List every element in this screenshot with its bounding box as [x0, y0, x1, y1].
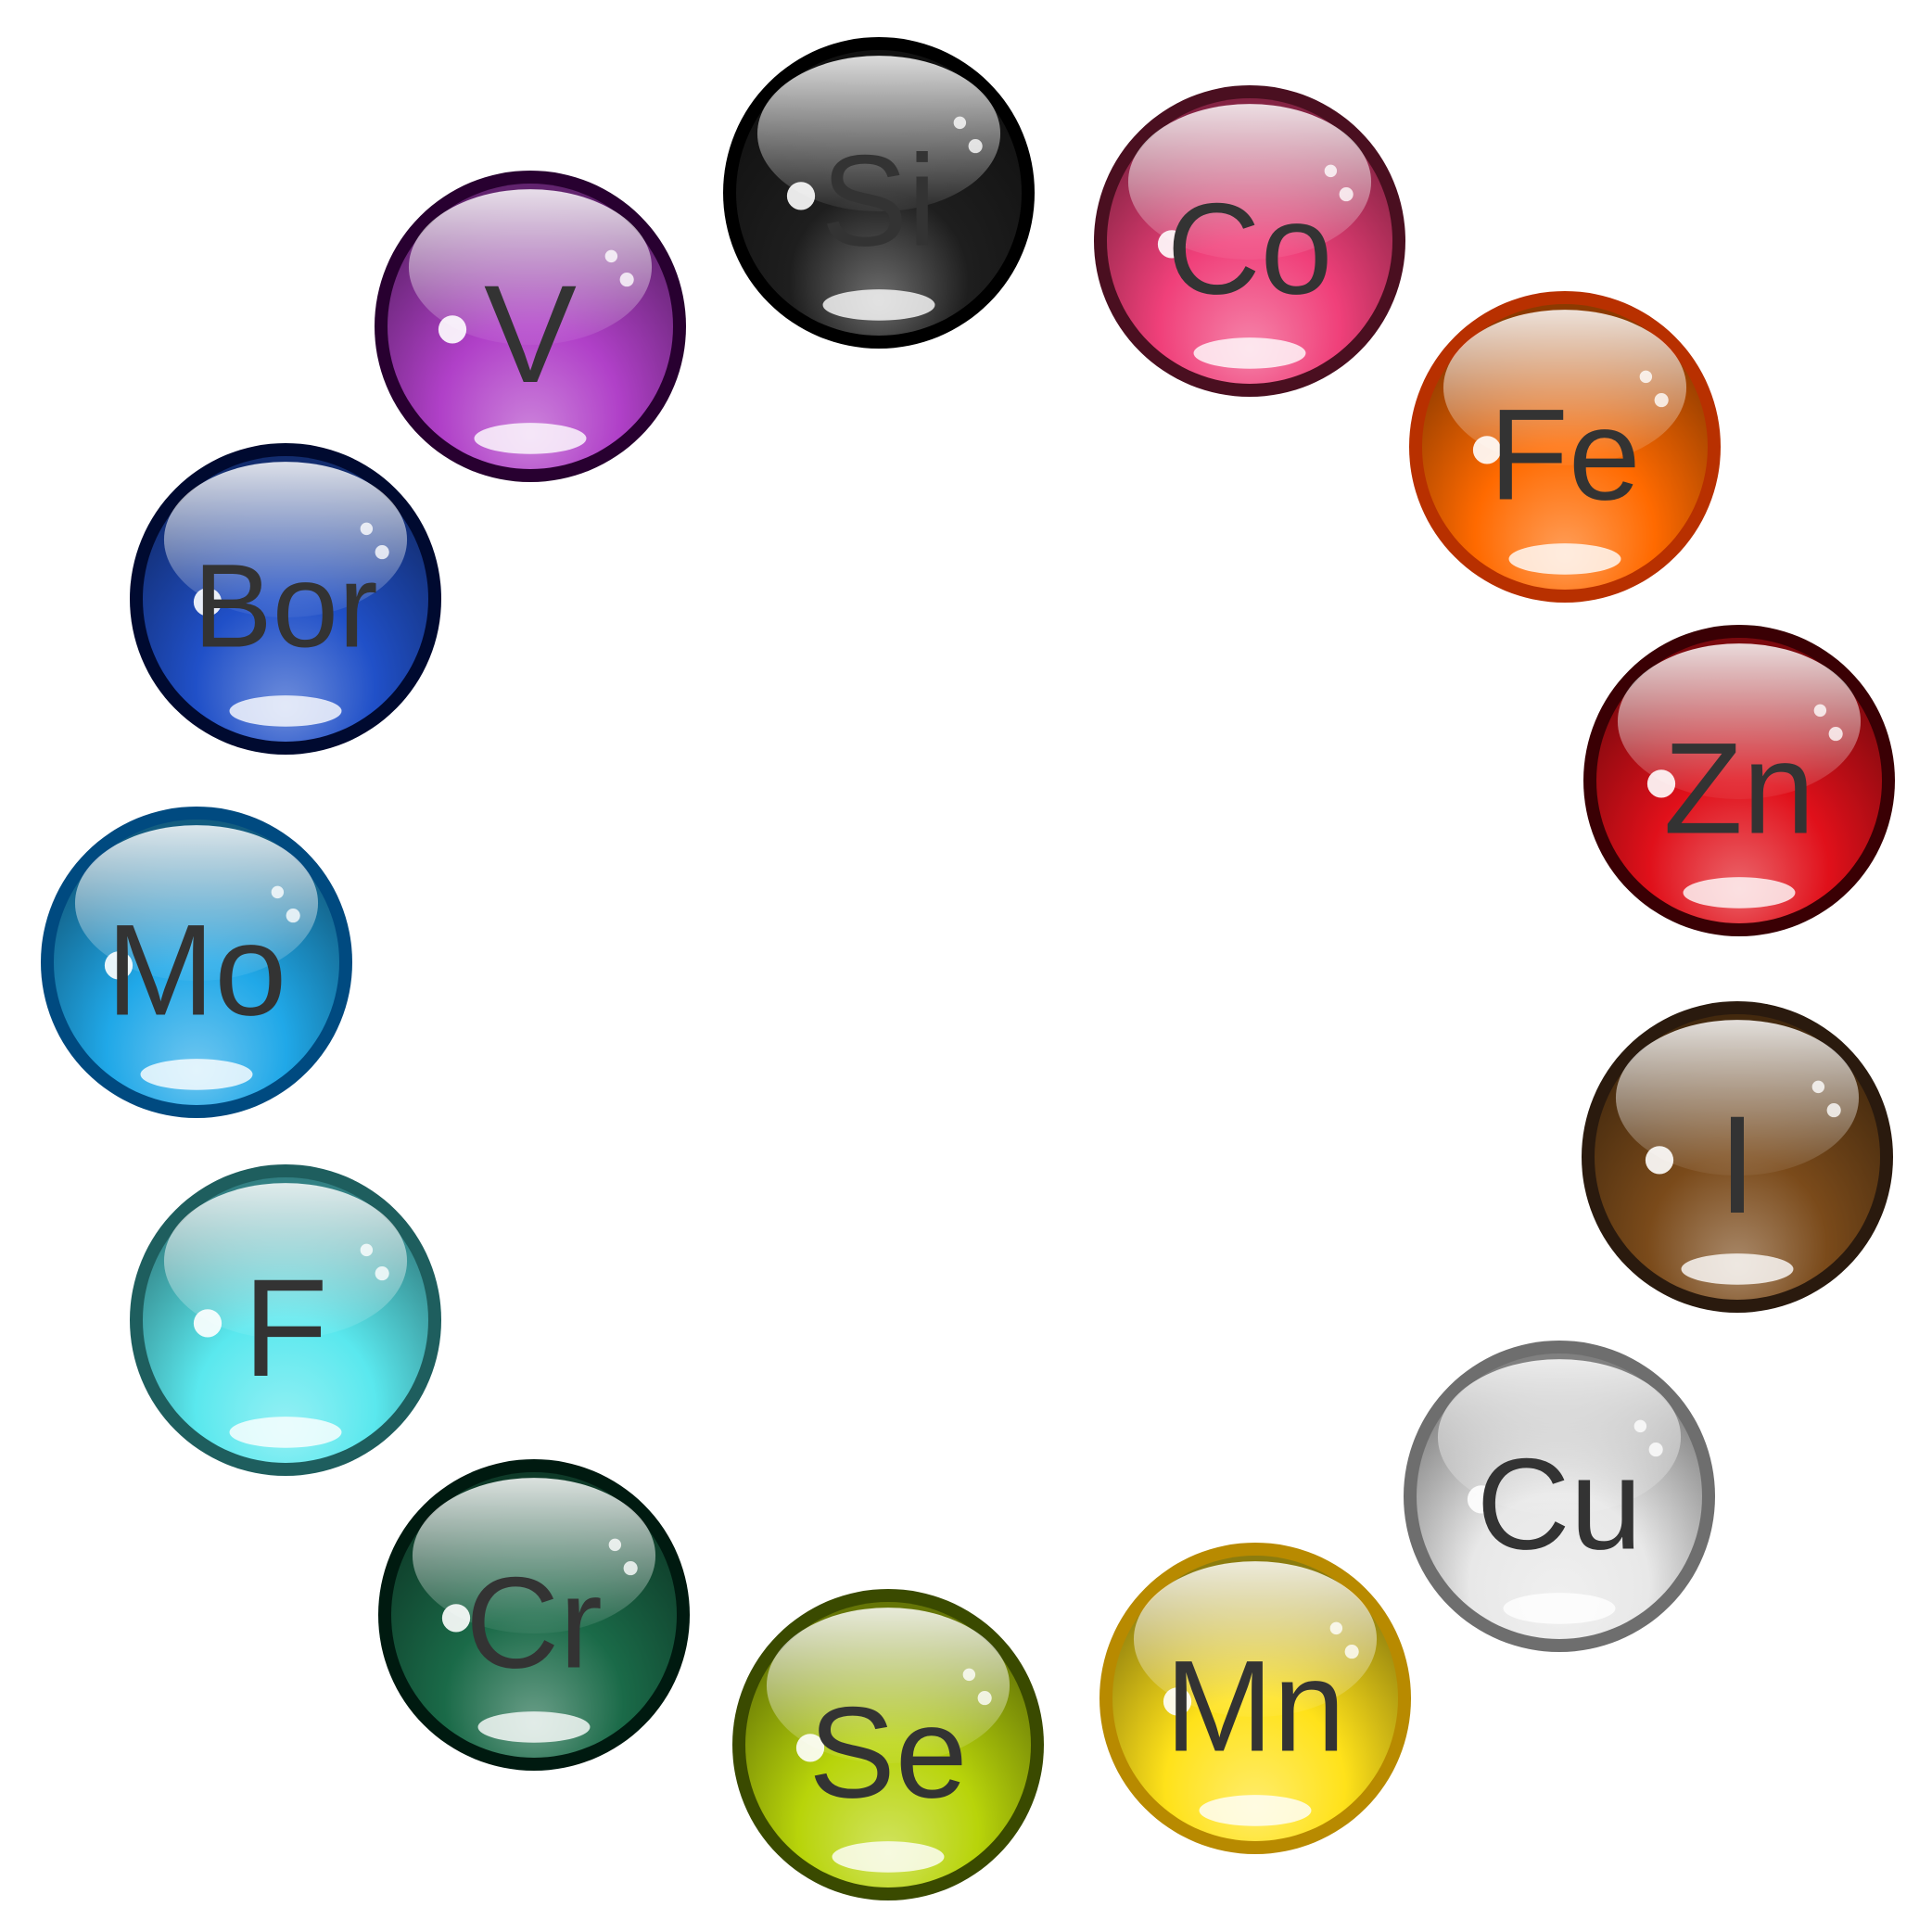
sphere-zn: Zn: [1583, 625, 1895, 936]
element-symbol-f: F: [243, 1250, 328, 1405]
sphere-sparkle: [1339, 187, 1354, 202]
sphere-sparkle: [193, 1309, 222, 1338]
sphere-sparkle: [1329, 1621, 1343, 1635]
element-symbol-cr: Cr: [465, 1550, 603, 1696]
sphere-gloss: [1133, 1561, 1378, 1718]
sphere-sparkle: [1648, 1443, 1663, 1457]
sphere-sparkle: [1324, 164, 1338, 178]
sphere-sparkle: [1654, 393, 1669, 408]
sphere-v: V: [375, 171, 686, 482]
sphere-gloss: [412, 1478, 656, 1634]
sphere-i: I: [1582, 1001, 1893, 1313]
sphere-sparkle: [608, 1538, 622, 1552]
sphere-sparkle: [1639, 370, 1653, 384]
sphere-sparkle: [441, 1604, 471, 1633]
element-symbol-co: Co: [1167, 176, 1333, 322]
sphere-bottom-highlight: [1199, 1795, 1312, 1826]
sphere-gloss: [74, 825, 319, 982]
element-symbol-se: Se: [808, 1680, 967, 1825]
element-symbol-zn: Zn: [1663, 716, 1814, 861]
sphere-bottom-highlight: [229, 695, 342, 727]
sphere-sparkle: [438, 315, 467, 344]
sphere-sparkle: [786, 182, 816, 210]
sphere-sparkle: [977, 1691, 992, 1706]
sphere-mo: Mo: [41, 807, 352, 1118]
sphere-sparkle: [1472, 436, 1502, 464]
sphere-sparkle: [1157, 230, 1187, 259]
element-symbol-v: V: [484, 256, 577, 412]
element-symbol-bor: Bor: [193, 540, 377, 673]
sphere-sparkle: [1467, 1485, 1496, 1514]
sphere-gloss: [1443, 310, 1687, 466]
sphere-gloss: [766, 1608, 1010, 1764]
sphere-gloss: [1437, 1359, 1682, 1516]
sphere-sparkle: [1828, 727, 1843, 742]
sphere-sparkle: [795, 1734, 825, 1762]
sphere-bor: Bor: [130, 443, 441, 755]
sphere-cr: Cr: [378, 1459, 690, 1771]
sphere-sparkle: [1813, 704, 1827, 718]
sphere-sparkle: [623, 1561, 638, 1576]
sphere-sparkle: [604, 249, 618, 263]
sphere-sparkle: [193, 588, 222, 616]
sphere-gloss: [163, 462, 408, 618]
sphere-bottom-highlight: [1681, 1253, 1794, 1285]
sphere-sparkle: [1811, 1080, 1825, 1094]
sphere-bottom-highlight: [1193, 337, 1306, 369]
sphere-gloss: [1617, 643, 1862, 800]
sphere-bottom-highlight: [822, 289, 935, 321]
sphere-sparkle: [1646, 769, 1676, 798]
element-symbol-i: I: [1718, 1087, 1757, 1242]
sphere-sparkle: [962, 1668, 976, 1682]
sphere-gloss: [408, 189, 653, 346]
sphere-gloss: [1615, 1020, 1860, 1176]
sphere-sparkle: [360, 1243, 374, 1257]
sphere-bottom-highlight: [1508, 543, 1621, 575]
sphere-gloss: [163, 1183, 408, 1340]
sphere-sparkle: [271, 885, 285, 899]
element-symbol-fe: Fe: [1489, 382, 1640, 527]
sphere-co: Co: [1094, 85, 1405, 397]
sphere-bottom-highlight: [1503, 1593, 1616, 1624]
sphere-sparkle: [360, 522, 374, 536]
sphere-gloss: [756, 56, 1001, 212]
sphere-sparkle: [286, 909, 300, 923]
sphere-bottom-highlight: [1683, 877, 1796, 909]
sphere-sparkle: [104, 951, 133, 980]
sphere-fe: Fe: [1409, 291, 1721, 603]
sphere-sparkle: [1344, 1645, 1359, 1659]
sphere-f: F: [130, 1164, 441, 1476]
sphere-mn: Mn: [1099, 1543, 1411, 1854]
sphere-bottom-highlight: [474, 423, 587, 454]
sphere-gloss: [1127, 104, 1372, 261]
element-symbol-cu: Cu: [1477, 1431, 1643, 1577]
sphere-sparkle: [1826, 1103, 1841, 1118]
sphere-cu: Cu: [1404, 1341, 1715, 1652]
sphere-sparkle: [375, 1266, 389, 1281]
element-symbol-mn: Mn: [1165, 1633, 1345, 1779]
sphere-sparkle: [375, 545, 389, 560]
sphere-se: Se: [732, 1589, 1044, 1900]
sphere-sparkle: [1645, 1146, 1674, 1175]
sphere-bottom-highlight: [832, 1841, 945, 1873]
element-symbol-si: Si: [821, 128, 936, 273]
sphere-si: Si: [723, 37, 1035, 349]
sphere-sparkle: [1163, 1687, 1192, 1716]
sphere-sparkle: [968, 139, 983, 154]
sphere-bottom-highlight: [229, 1417, 342, 1448]
sphere-bottom-highlight: [477, 1711, 591, 1743]
sphere-sparkle: [619, 273, 634, 287]
sphere-sparkle: [1633, 1419, 1647, 1433]
sphere-bottom-highlight: [140, 1059, 253, 1090]
element-symbol-mo: Mo: [107, 897, 286, 1043]
sphere-sparkle: [953, 116, 967, 130]
